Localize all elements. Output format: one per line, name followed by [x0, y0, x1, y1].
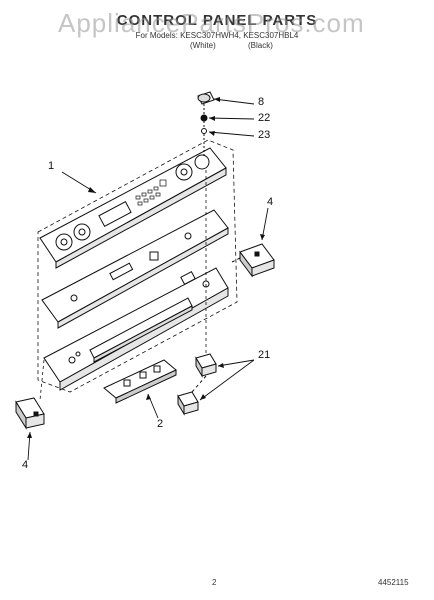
callout-8: 8: [258, 96, 265, 108]
page-number: 2: [212, 578, 217, 587]
clip-lower-part: [177, 375, 207, 416]
watermark: AppliancePartsPros.com: [58, 8, 365, 38]
end-cap-left-part: [15, 397, 45, 430]
clip-upper-part: [195, 353, 217, 378]
callout-1: 1: [48, 160, 55, 172]
document-number: 4452115: [378, 578, 409, 587]
leader-arrowheads: [27, 97, 265, 438]
panel-base-layer: [43, 267, 229, 391]
diagram-subtitle: For Models: KESC307HWH4, KESC307HBL4: [135, 31, 299, 40]
control-panel-part: [39, 147, 227, 269]
assembly-dashed-outline: [37, 139, 238, 393]
end-cap-right-part: [231, 243, 275, 278]
callout-21: 21: [258, 349, 271, 361]
callout-2: 2: [157, 418, 164, 430]
callout-22: 22: [258, 112, 271, 124]
knob-assembly: [197, 91, 215, 158]
callout-4-left: 4: [22, 459, 29, 471]
leader-lines: [27, 98, 269, 461]
callout-23: 23: [258, 129, 271, 141]
variant-white-label: (White): [190, 41, 216, 50]
variant-black-label: (Black): [248, 41, 273, 50]
panel-overlay-layer: [41, 209, 229, 329]
diagram-title: CONTROL PANEL PARTS: [116, 12, 318, 29]
circuit-board-part: [103, 359, 177, 404]
callout-4-right: 4: [267, 196, 274, 208]
